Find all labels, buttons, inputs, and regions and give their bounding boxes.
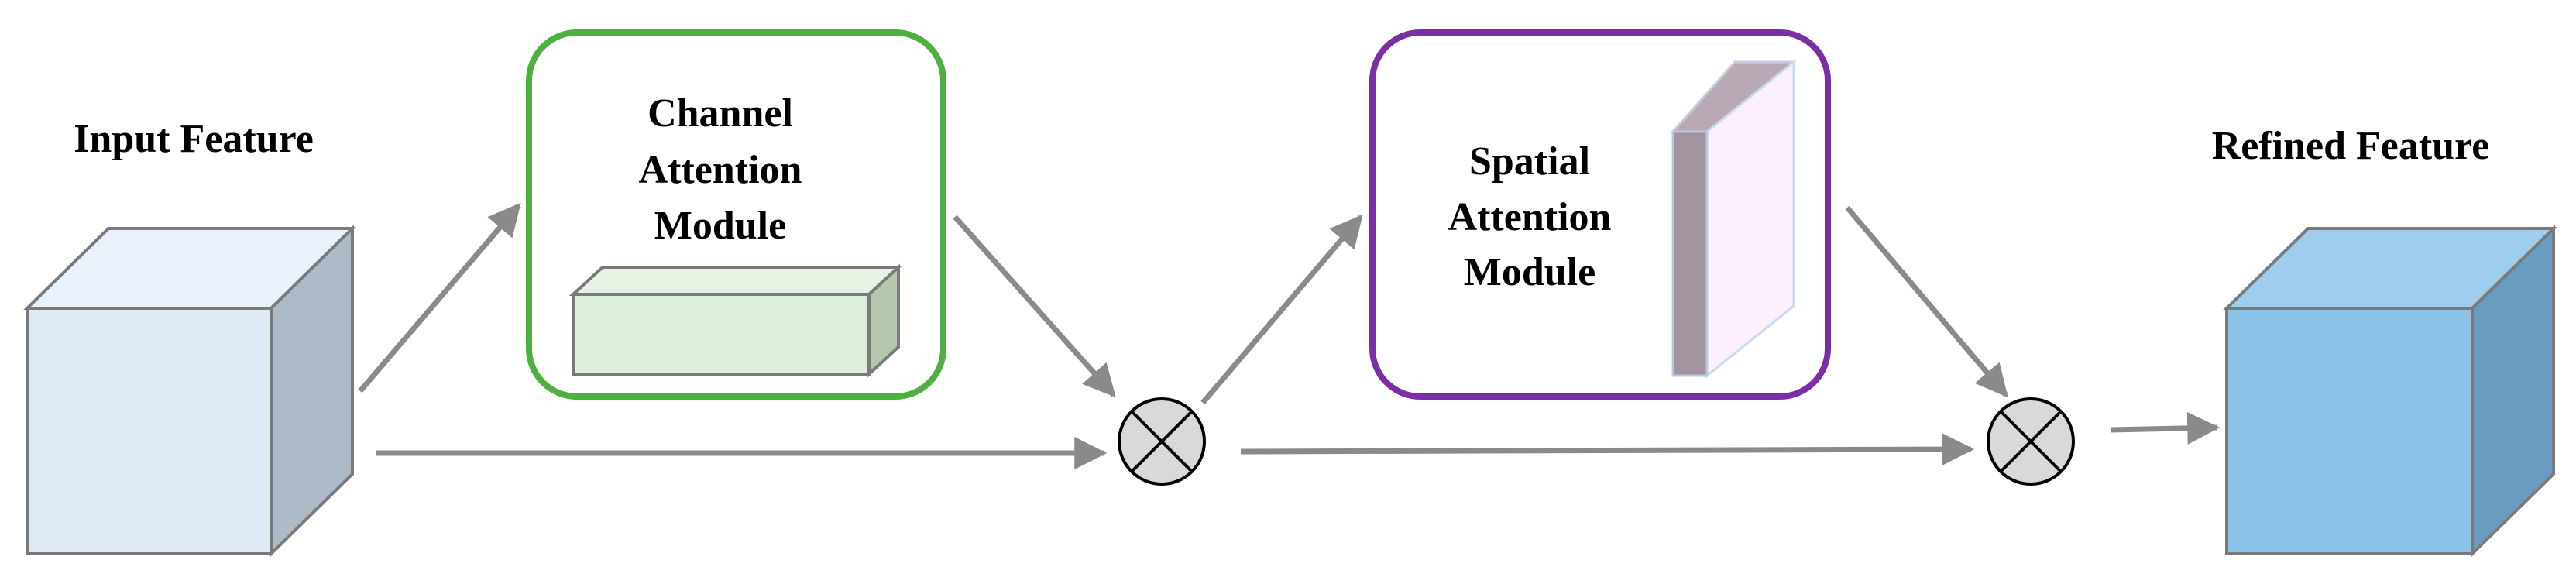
spatial-slab-front [1671, 130, 1709, 377]
spatial-module-label-line2: Attention [1448, 195, 1612, 239]
times-stroke-b [1130, 410, 1194, 473]
multiply-node-1 [1118, 397, 1206, 486]
arrow-input-to-channel [358, 202, 521, 393]
arrow-multiply-1-to-multiply-2 [1240, 433, 1975, 466]
refined-cube-front [2225, 307, 2474, 555]
multiply-node-2 [1987, 397, 2075, 486]
input-feature-label: Input Feature [74, 117, 314, 161]
channel-attention-module: Channel Attention Module [526, 29, 946, 400]
refined-feature-label: Refined Feature [2212, 124, 2490, 168]
channel-module-label-line2: Attention [639, 148, 802, 192]
channel-bar-front [572, 293, 871, 376]
channel-bar-top [568, 266, 903, 296]
channel-module-label-line1: Channel [647, 91, 793, 136]
arrows [358, 202, 2221, 469]
spatial-module-label-line3: Module [1464, 250, 1595, 294]
refined-feature-cube [2223, 225, 2557, 558]
arrow-spatial-to-multiply-2 [1845, 205, 2008, 398]
input-feature-cube [23, 225, 356, 558]
arrow-multiply-2-to-refined [2110, 411, 2221, 445]
channel-attention-bar [568, 263, 903, 378]
channel-module-label-line3: Module [654, 204, 786, 248]
input-cube-front [26, 307, 273, 555]
spatial-module-label-line1: Spatial [1469, 139, 1590, 184]
times-stroke-b [1999, 410, 2063, 473]
spatial-attention-slab [1670, 59, 1797, 379]
arrow-channel-to-multiply-1 [953, 215, 1116, 398]
spatial-attention-module: Spatial Attention Module [1369, 29, 1831, 400]
arrow-multiply-1-to-spatial [1200, 214, 1363, 405]
